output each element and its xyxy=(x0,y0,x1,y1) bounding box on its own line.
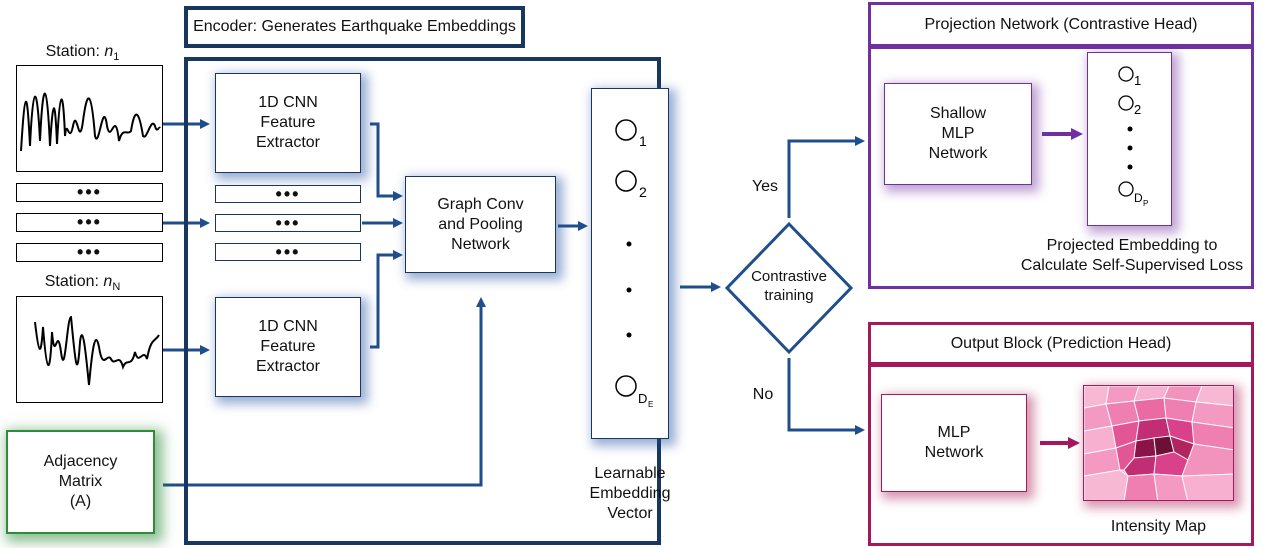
intensity-map-image xyxy=(1083,385,1234,501)
decision-no-label: No xyxy=(752,386,774,403)
projected-vector-elements: 1 2 D P xyxy=(1118,66,1148,208)
decision-diamond xyxy=(724,221,854,355)
shallow-mlp-box: Shallow MLP Network xyxy=(884,83,1032,185)
embedding-dot-1 xyxy=(626,241,632,247)
graph-conv-pooling-box: Graph Conv and Pooling Network xyxy=(405,176,556,273)
decision-label: Contrastive training xyxy=(751,268,827,304)
embedding-sub-last-main: D xyxy=(638,391,647,406)
projected-sub-2: 2 xyxy=(1134,102,1141,117)
arrow-no-to-output xyxy=(787,358,865,435)
output-container xyxy=(868,364,1254,546)
embedding-node-last xyxy=(615,375,637,397)
station-1-waveform xyxy=(16,65,163,172)
projected-dot-3 xyxy=(1127,164,1133,170)
projected-vector-box: 1 2 D P xyxy=(1087,52,1172,226)
station-n-waveform xyxy=(16,296,163,403)
station-ellipsis-row-1: ••• xyxy=(16,182,163,202)
station-ellipsis-row-3: ••• xyxy=(16,242,163,262)
arrow-cnn-top-to-graph xyxy=(370,122,403,201)
output-title-box: Output Block (Prediction Head) xyxy=(868,322,1254,365)
arrow-cnn-bottom-to-graph xyxy=(370,250,403,349)
cnn-feature-extractor-top: 1D CNN Feature Extractor xyxy=(215,73,361,173)
embedding-sub-1: 1 xyxy=(639,133,647,149)
embedding-node-1 xyxy=(615,119,637,141)
intensity-map-caption: Intensity Map xyxy=(1110,518,1207,535)
decision-yes-label: Yes xyxy=(751,178,779,195)
projected-dot-1 xyxy=(1127,126,1133,132)
projected-node-last xyxy=(1118,181,1134,197)
projected-sub-last-sub: P xyxy=(1143,199,1148,208)
station-n-label: Station: nN xyxy=(44,273,121,294)
arrow-yes-to-projection xyxy=(787,136,865,218)
output-title: Output Block (Prediction Head) xyxy=(950,334,1172,352)
station-ellipsis-row-2: ••• xyxy=(16,212,163,232)
projection-caption: Projected Embedding to Calculate Self-Su… xyxy=(1020,237,1244,274)
projection-container xyxy=(868,46,1254,289)
embedding-caption: Learnable Embedding Vector xyxy=(589,465,671,522)
projected-node-2 xyxy=(1118,95,1134,111)
embedding-sub-last-sub: E xyxy=(648,400,653,409)
intensity-map-voronoi xyxy=(1084,386,1233,500)
cnn-ellipsis-row-1: ••• xyxy=(215,184,361,204)
embedding-dot-2 xyxy=(626,287,632,293)
cnn-ellipsis-row-3: ••• xyxy=(215,242,361,262)
cnn-feature-extractor-bottom: 1D CNN Feature Extractor xyxy=(215,297,361,397)
arrow-adjacency-to-graph xyxy=(163,297,486,487)
waveform-1-trace xyxy=(20,92,161,152)
waveform-n-trace xyxy=(34,315,160,386)
encoder-title: Encoder: Generates Earthquake Embeddings xyxy=(193,18,516,35)
cnn-ellipsis-row-2: ••• xyxy=(215,213,361,233)
embedding-dot-3 xyxy=(626,332,632,338)
station-1-label: Station: n1 xyxy=(45,43,120,64)
projection-title: Projection Network (Contrastive Head) xyxy=(924,15,1198,33)
projected-dot-2 xyxy=(1127,145,1133,151)
projected-node-1 xyxy=(1118,66,1134,82)
projected-sub-1: 1 xyxy=(1134,73,1141,88)
embedding-vector-elements: 1 2 D E xyxy=(615,119,653,409)
embedding-node-2 xyxy=(615,170,637,192)
adjacency-matrix-box: Adjacency Matrix (A) xyxy=(6,430,155,534)
projection-title-box: Projection Network (Contrastive Head) xyxy=(868,2,1254,47)
mlp-network-box: MLP Network xyxy=(881,394,1027,492)
encoder-title-box: Encoder: Generates Earthquake Embeddings xyxy=(184,6,525,48)
embedding-sub-2: 2 xyxy=(639,184,647,200)
projected-sub-last-main: D xyxy=(1134,191,1143,205)
embedding-vector-box: 1 2 D E xyxy=(591,88,669,439)
